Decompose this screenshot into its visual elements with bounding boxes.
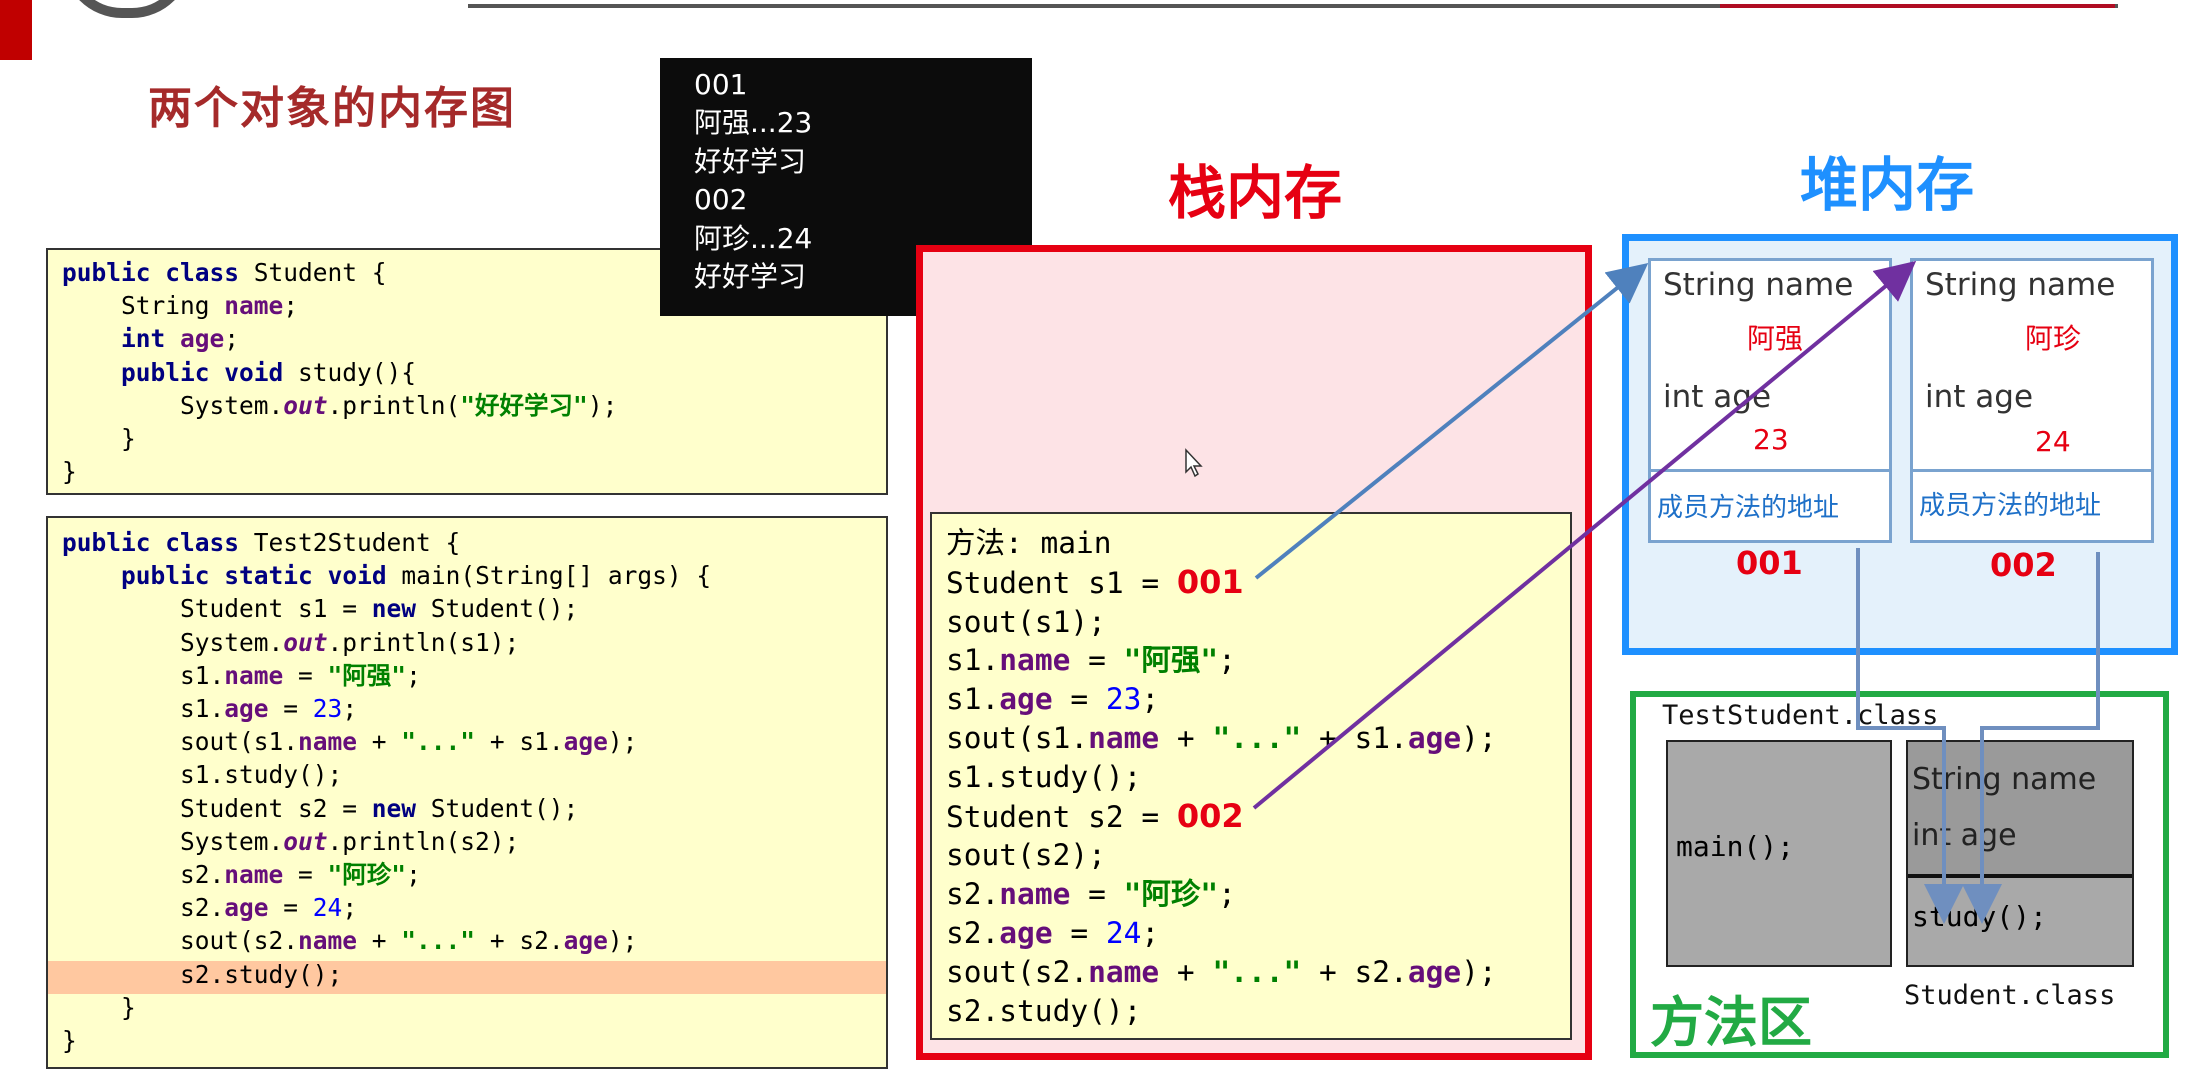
student-class-label: Student.class xyxy=(1904,980,2116,1011)
code-line: s1.name = "阿强"; xyxy=(62,660,421,690)
test-class-label: TestStudent.class xyxy=(1662,700,1939,731)
heap-object-s1: String name 阿强 int age 23 成员方法的地址 xyxy=(1648,258,1892,543)
cursor-icon xyxy=(1185,448,1203,478)
heap-title: 堆内存 xyxy=(1800,151,1975,219)
frame-line: sout(s1); xyxy=(946,604,1106,639)
frame-line: Student s2 = 002 xyxy=(946,796,1244,835)
console-line: 002 xyxy=(694,183,748,217)
code-line: System.out.println(s1); xyxy=(62,627,520,657)
console-line: 阿珍...24 xyxy=(694,221,813,255)
test-class-code: public class Test2Student { public stati… xyxy=(46,516,888,1069)
heap-address-002: 002 xyxy=(1990,546,2057,584)
frame-line: Student s1 = 001 xyxy=(946,562,1244,601)
test-class-box: main(); xyxy=(1666,740,1892,967)
field-name-value: 阿强 xyxy=(1747,322,1804,355)
arrow-002-method-ref xyxy=(1962,552,2100,924)
main-method: main(); xyxy=(1676,830,1795,863)
code-line: System.out.println(s2); xyxy=(62,826,520,856)
student-field-age: int age xyxy=(1912,818,2017,853)
code-line: } xyxy=(62,457,77,487)
current-line-highlight xyxy=(48,961,886,994)
arrow-s1-to-heap xyxy=(1254,262,1649,580)
code-line: public static void main(String[] args) { xyxy=(121,561,712,591)
code-line-highlighted: s2.study(); xyxy=(62,959,343,989)
student-class-divider xyxy=(1908,874,2132,878)
console-line: 001 xyxy=(694,68,748,101)
code-line: String name; xyxy=(62,291,299,321)
console-line: 好好学习 xyxy=(694,144,807,178)
s1-address: 001 xyxy=(1176,562,1244,601)
code-line: Student s1 = new Student(); xyxy=(62,594,579,624)
code-line: } xyxy=(62,992,136,1022)
frame-line: sout(s1.name + "..." + s1.age); xyxy=(946,720,1497,755)
object-divider xyxy=(1913,469,2151,472)
frame-line: s1.age = 23; xyxy=(946,682,1160,717)
frame-line: s2.study(); xyxy=(946,993,1142,1028)
frame-line: s1.name = "阿强"; xyxy=(946,643,1236,678)
code-line: public class Test2Student { xyxy=(62,528,461,557)
heap-object-s2: String name 阿珍 int age 24 成员方法的地址 xyxy=(1910,258,2154,543)
code-line: } xyxy=(62,1026,77,1056)
slide-corner-tab xyxy=(0,0,32,60)
header-divider-accent xyxy=(1720,4,2115,8)
field-name-value: 阿珍 xyxy=(2025,322,2082,355)
code-line: s1.study(); xyxy=(62,760,343,790)
frame-line: sout(s2); xyxy=(946,838,1106,873)
code-line: int age; xyxy=(121,324,240,354)
code-line: s2.name = "阿珍"; xyxy=(62,860,421,890)
field-age-value: 23 xyxy=(1753,423,1789,456)
method-area-title: 方法区 xyxy=(1650,991,1812,1054)
frame-line: sout(s2.name + "..." + s2.age); xyxy=(946,954,1497,989)
field-age-label: int age xyxy=(1925,379,2034,415)
s2-address: 002 xyxy=(1176,796,1244,835)
object-divider xyxy=(1651,469,1889,472)
field-age-value: 24 xyxy=(2035,425,2071,458)
code-line: System.out.println("好好学习"); xyxy=(62,390,618,420)
slide-title: 两个对象的内存图 xyxy=(148,83,516,134)
heap-address-001: 001 xyxy=(1736,544,1803,582)
member-method-address: 成员方法的地址 xyxy=(1919,491,2102,521)
member-method-address: 成员方法的地址 xyxy=(1657,493,1840,523)
field-name-label: String name xyxy=(1925,267,2116,303)
frame-line: s1.study(); xyxy=(946,759,1142,794)
code-line: sout(s1.name + "..." + s1.age); xyxy=(62,727,638,757)
arrow-001-method-ref xyxy=(1856,548,1964,924)
frame-title: 方法: main xyxy=(946,526,1112,560)
code-line: public class Student { xyxy=(62,258,387,287)
code-line: } xyxy=(62,424,136,454)
code-line: s2.age = 24; xyxy=(62,893,358,923)
code-line: Student s2 = new Student(); xyxy=(62,793,579,823)
console-line: 好好学习 xyxy=(694,260,807,294)
header-divider xyxy=(468,4,2118,8)
frame-line: s2.name = "阿珍"; xyxy=(946,877,1236,912)
frame-line: s2.age = 24; xyxy=(946,915,1160,950)
code-line: public void study(){ xyxy=(121,357,417,387)
arrow-s2-to-heap xyxy=(1252,260,1917,810)
stack-title: 栈内存 xyxy=(1168,159,1343,227)
code-line: s1.age = 23; xyxy=(62,694,358,724)
field-name-label: String name xyxy=(1663,267,1854,303)
code-line: sout(s2.name + "..." + s2.age); xyxy=(62,926,638,956)
console-line: 阿强...23 xyxy=(694,106,813,140)
